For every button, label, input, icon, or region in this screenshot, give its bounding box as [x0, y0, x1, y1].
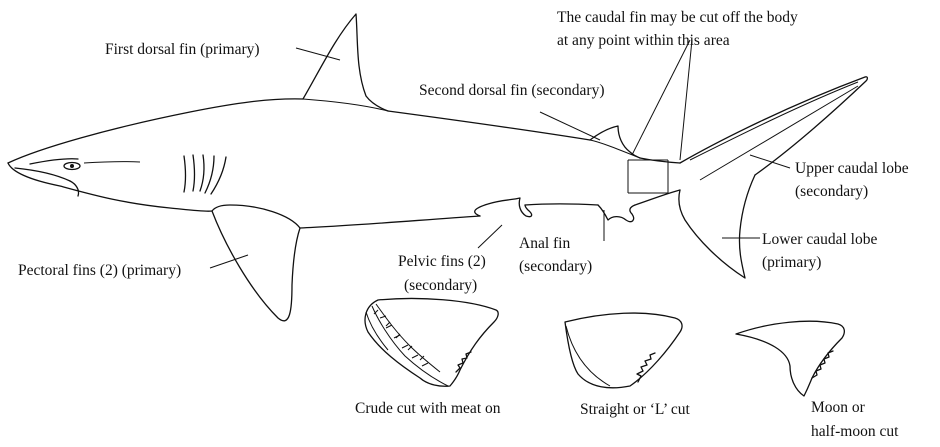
label-second-dorsal: Second dorsal fin (secondary)	[419, 82, 605, 99]
label-first-dorsal: First dorsal fin (primary)	[105, 41, 260, 58]
label-moon-cut-1: Moon or	[811, 399, 866, 416]
label-anal-1: Anal fin	[519, 235, 570, 252]
first-dorsal-fin	[303, 14, 388, 111]
label-pelvic-1: Pelvic fins (2)	[398, 253, 486, 270]
label-upper-caudal-1: Upper caudal lobe	[795, 160, 909, 177]
label-lower-caudal-2: (primary)	[762, 254, 821, 271]
caudal-cut-area	[628, 160, 668, 193]
moon-cut-fin	[736, 321, 844, 396]
label-lower-caudal-1: Lower caudal lobe	[762, 231, 877, 248]
crude-cut-fin	[365, 298, 498, 386]
label-crude-cut: Crude cut with meat on	[355, 400, 501, 417]
straight-cut-fin	[565, 313, 682, 388]
label-upper-caudal-2: (secondary)	[795, 183, 868, 200]
label-caudal-note-1: The caudal fin may be cut off the body	[557, 9, 798, 26]
label-pectoral: Pectoral fins (2) (primary)	[18, 262, 181, 279]
label-pelvic-2: (secondary)	[404, 277, 477, 294]
label-caudal-note-2: at any point within this area	[557, 32, 730, 49]
label-anal-2: (secondary)	[519, 258, 592, 275]
shark-body	[8, 99, 680, 228]
label-moon-cut-2: half-moon cut	[811, 423, 899, 440]
label-straight-cut: Straight or ‘L’ cut	[580, 401, 690, 418]
pelvic-fin	[475, 198, 532, 217]
